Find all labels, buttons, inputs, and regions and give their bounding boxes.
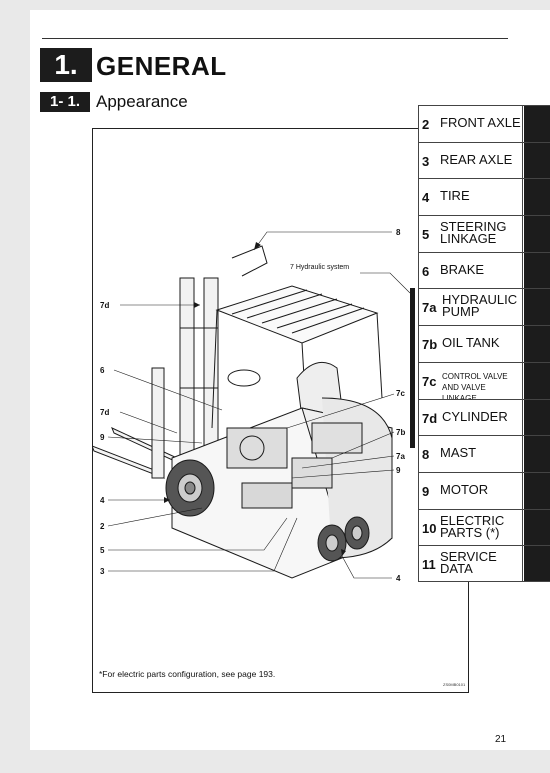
tab-number: 3 <box>422 153 430 169</box>
forklift-illustration: 8 7 Hydraulic system 7d 6 7c 7d 9 7b 7a … <box>91 128 422 693</box>
tab-marker <box>524 546 550 581</box>
tab-steering-linkage[interactable]: 5 STEERING LINKAGE <box>418 215 550 252</box>
tab-marker <box>524 252 550 289</box>
tab-number: 10 <box>422 520 437 536</box>
callout-7d-mid: 7d <box>100 408 109 417</box>
tab-label: STEERING LINKAGE <box>440 219 507 247</box>
callout-7c: 7c <box>396 389 405 398</box>
tab-number: 2 <box>422 117 430 132</box>
callout-7d-top: 7d <box>100 301 109 310</box>
tab-mast[interactable]: 8 MAST <box>418 435 550 472</box>
section-title: Appearance <box>96 92 188 111</box>
tab-front-axle[interactable]: 2 FRONT AXLE <box>418 105 550 142</box>
tab-number: 4 <box>422 190 430 206</box>
tab-number: 11 <box>422 557 436 573</box>
tab-label: OIL TANK <box>442 335 500 351</box>
tab-marker <box>524 326 550 362</box>
figure-footnote: *For electric parts configuration, see p… <box>99 669 276 679</box>
callout-5: 5 <box>100 546 105 555</box>
callout-2: 2 <box>100 522 105 531</box>
tab-number: 5 <box>422 227 430 243</box>
tab-label: CONTROL VALVE AND VALVE LINKAGE <box>442 371 508 403</box>
tab-marker <box>524 106 550 142</box>
tab-marker <box>524 216 550 252</box>
page-number: 21 <box>495 734 507 745</box>
callout-6: 6 <box>100 366 105 375</box>
tab-number: 7d <box>422 410 438 426</box>
tab-marker <box>524 179 550 216</box>
tab-label: SERVICE DATA <box>440 549 497 577</box>
chapter-tab-index: 2 FRONT AXLE 3 REAR AXLE 4 TIRE 5 STEERING L… <box>418 105 550 582</box>
callout-7a: 7a <box>396 452 405 461</box>
tab-number: 6 <box>422 263 430 279</box>
tab-label: BRAKE <box>440 261 485 277</box>
tab-marker <box>524 472 550 509</box>
tab-label: MAST <box>440 445 477 461</box>
tab-label: ELECTRIC PARTS (*) <box>440 512 505 540</box>
chapter-number: 1. <box>40 48 92 82</box>
callout-9-left: 9 <box>100 433 105 442</box>
chapter-title: GENERAL <box>96 51 227 81</box>
tab-label: REAR AXLE <box>440 151 513 167</box>
callout-8: 8 <box>396 228 401 237</box>
callout-7-hydraulic-system: 7 Hydraulic system <box>290 264 349 271</box>
tab-label: TIRE <box>440 188 470 204</box>
callout-3: 3 <box>100 567 105 576</box>
callout-4-bottom: 4 <box>396 574 401 583</box>
tab-label: MOTOR <box>440 481 489 497</box>
tab-brake[interactable]: 6 BRAKE <box>418 251 550 289</box>
callout-7b: 7b <box>396 428 405 437</box>
tab-hydraulic-pump[interactable]: 7a HYDRAULIC PUMP <box>418 288 550 326</box>
tab-marker <box>524 436 550 472</box>
tab-motor[interactable]: 9 MOTOR <box>418 471 550 509</box>
tab-marker <box>524 362 550 399</box>
tab-number: 8 <box>422 447 430 463</box>
tab-control-valve[interactable]: 7c CONTROL VALVE AND VALVE LINKAGE <box>418 361 550 403</box>
figure-code: ZS0MB0101 <box>443 682 466 687</box>
tab-marker <box>524 399 550 436</box>
tab-marker <box>524 142 550 179</box>
tab-label: CYLINDER <box>442 408 508 424</box>
tab-label: HYDRAULIC PUMP <box>442 292 518 320</box>
tab-marker <box>524 509 550 546</box>
tab-number: 7a <box>422 300 437 316</box>
tab-number: 9 <box>422 483 430 499</box>
section-number: 1- 1. <box>40 92 90 112</box>
tab-tire[interactable]: 4 TIRE <box>418 178 550 216</box>
tab-number: 7b <box>422 337 438 353</box>
tab-rear-axle[interactable]: 3 REAR AXLE <box>418 141 550 179</box>
tab-label: FRONT AXLE <box>440 115 521 130</box>
tab-marker <box>524 289 550 326</box>
callout-9-right: 9 <box>396 466 401 475</box>
tab-number: 7c <box>422 373 437 389</box>
callout-4-left: 4 <box>100 496 105 505</box>
header-rule <box>42 38 508 39</box>
